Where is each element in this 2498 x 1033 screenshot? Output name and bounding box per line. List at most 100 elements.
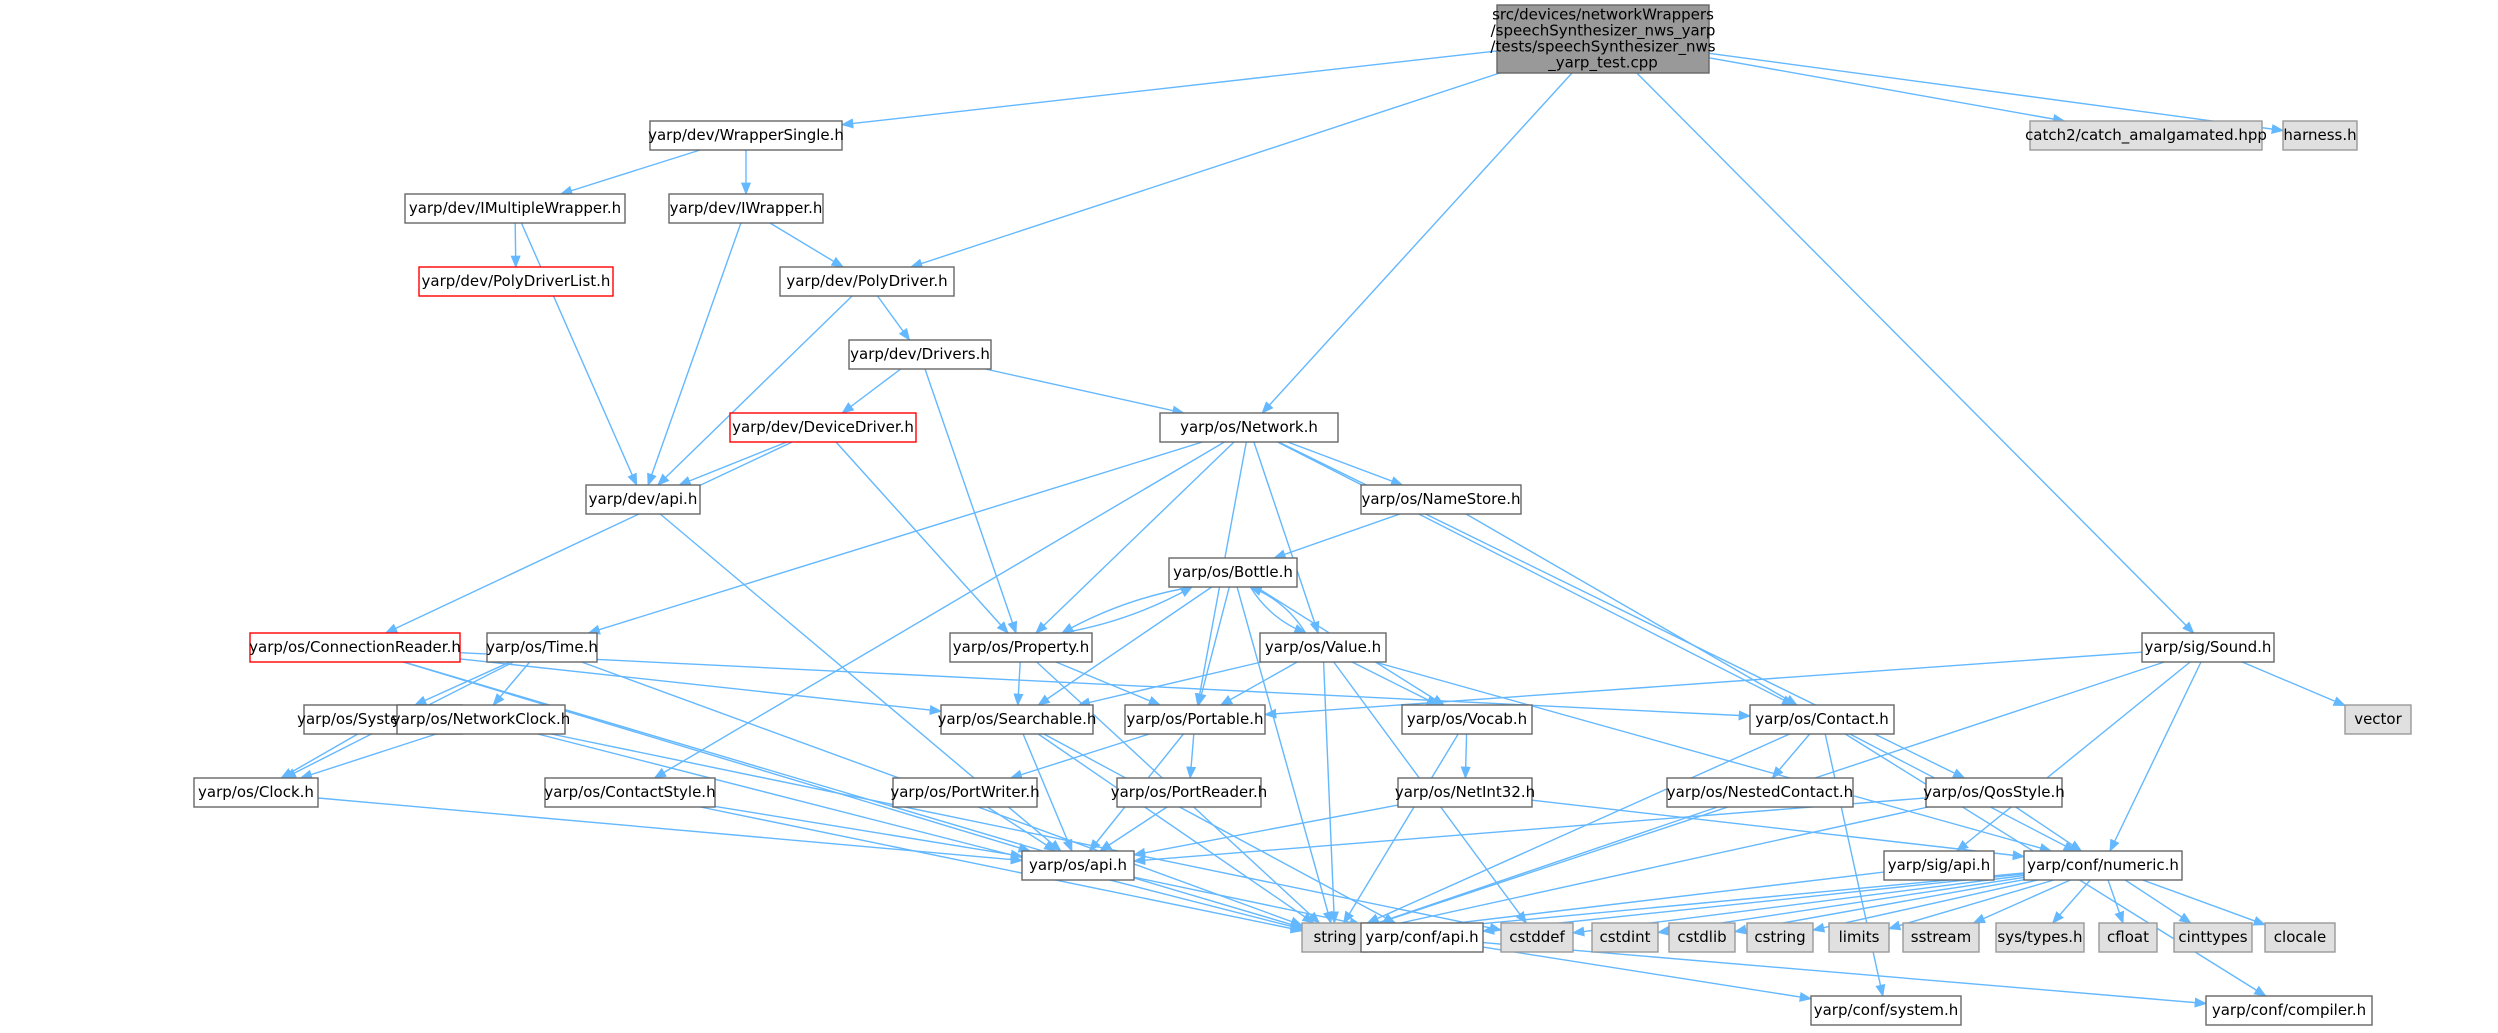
node-confapi[interactable]: yarp/conf/api.h (1360, 922, 1484, 953)
node-label: yarp/conf/numeric.h (2027, 856, 2179, 874)
node-box (729, 412, 917, 443)
node-label: yarp/os/Value.h (1265, 638, 1381, 656)
edge-bottle-to-property (1060, 586, 1193, 634)
node-box (1902, 922, 1980, 953)
edge-bottle-to-portable (1196, 586, 1230, 707)
edge-root-to-wrappersingle (840, 50, 1498, 129)
edge-network-to-time (587, 441, 1203, 635)
node-string[interactable]: string (1301, 922, 1369, 953)
node-label: yarp/dev/IMultipleWrapper.h (409, 199, 621, 217)
node-qosstyle[interactable]: yarp/os/QosStyle.h (1923, 777, 2065, 808)
node-cinttypes[interactable]: cinttypes (2173, 922, 2253, 953)
edge-connectionreader-to-string (403, 661, 1304, 930)
node-label: cinttypes (2178, 928, 2247, 946)
node-cstdlib[interactable]: cstdlib (1668, 922, 1736, 953)
node-label: yarp/os/Time.h (486, 638, 598, 656)
node-box (1301, 922, 1369, 953)
edge-networkclock-to-clock (299, 733, 437, 780)
node-label: yarp/sig/Sound.h (2145, 638, 2272, 656)
node-searchable[interactable]: yarp/os/Searchable.h (938, 704, 1097, 735)
edge-portable-to-portreader (1186, 733, 1197, 780)
node-namestore[interactable]: yarp/os/NameStore.h (1360, 484, 1522, 515)
node-label: cstdlib (1677, 928, 1726, 946)
node-portable[interactable]: yarp/os/Portable.h (1124, 704, 1266, 735)
node-root[interactable]: src/devices/networkWrappers/speechSynthe… (1490, 4, 1716, 74)
edge-devicedriver-to-property (835, 441, 1009, 634)
node-systypes[interactable]: sys/types.h (1995, 922, 2085, 953)
node-label: yarp/os/NetworkClock.h (392, 710, 571, 728)
node-portreader[interactable]: yarp/os/PortReader.h (1111, 777, 1268, 808)
node-label: catch2/catch_amalgamated.hpp (2025, 126, 2267, 145)
node-catch2[interactable]: catch2/catch_amalgamated.hpp (2025, 120, 2267, 151)
node-cstdint[interactable]: cstdint (1591, 922, 1659, 953)
node-label: yarp/dev/DeviceDriver.h (732, 418, 914, 436)
node-cstring[interactable]: cstring (1746, 922, 1814, 953)
node-devicedriver[interactable]: yarp/dev/DeviceDriver.h (729, 412, 917, 443)
edge-value-to-searchable (1077, 661, 1262, 708)
edge-bottle-to-value (1249, 586, 1307, 634)
edge-portreader-to-osapi (1098, 806, 1168, 852)
node-box (668, 193, 824, 224)
node-harness[interactable]: harness.h (2282, 120, 2358, 151)
node-time[interactable]: yarp/os/Time.h (486, 632, 598, 663)
node-confcompiler[interactable]: yarp/conf/compiler.h (2205, 995, 2373, 1026)
node-netint32[interactable]: yarp/os/NetInt32.h (1395, 777, 1535, 808)
node-property[interactable]: yarp/os/Property.h (949, 632, 1093, 663)
node-networkclock[interactable]: yarp/os/NetworkClock.h (392, 704, 571, 735)
node-nestedcontact[interactable]: yarp/os/NestedContact.h (1666, 777, 1854, 808)
node-contactstyle[interactable]: yarp/os/ContactStyle.h (544, 777, 716, 808)
edge-clock-to-osapi (317, 797, 1024, 865)
node-label: string (1313, 928, 1356, 946)
edge-value-to-numeric (1374, 661, 2053, 853)
edge-numeric-to-cfloat (2107, 879, 2125, 925)
edge-numeric-to-sstream (1972, 879, 2071, 924)
node-box (1810, 995, 1962, 1026)
node-portwriter[interactable]: yarp/os/PortWriter.h (890, 777, 1040, 808)
edge-contactstyle-to-osapi (714, 805, 1024, 860)
node-limits[interactable]: limits (1828, 922, 1890, 953)
node-cfloat[interactable]: cfloat (2098, 922, 2158, 953)
node-box (1746, 922, 1814, 953)
node-devapi[interactable]: yarp/dev/api.h (585, 484, 701, 515)
node-cstddef[interactable]: cstddef (1500, 922, 1574, 953)
node-osapi[interactable]: yarp/os/api.h (1021, 850, 1135, 881)
node-imultiplewrapper[interactable]: yarp/dev/IMultipleWrapper.h (404, 193, 626, 224)
node-box (2264, 922, 2336, 953)
node-clocale[interactable]: clocale (2264, 922, 2336, 953)
node-value[interactable]: yarp/os/Value.h (1259, 632, 1387, 663)
edge-confapi-to-confsystem (1482, 946, 1813, 1002)
node-box (649, 120, 843, 151)
node-sigapi[interactable]: yarp/sig/api.h (1883, 850, 1995, 881)
node-box (940, 704, 1094, 735)
node-wrappersingle[interactable]: yarp/dev/WrapperSingle.h (648, 120, 844, 151)
node-polydriver[interactable]: yarp/dev/PolyDriver.h (779, 266, 955, 297)
node-box (848, 339, 992, 370)
edge-root-to-polydriver (909, 72, 1501, 269)
node-polydriverlist[interactable]: yarp/dev/PolyDriverList.h (418, 266, 614, 297)
node-contact[interactable]: yarp/os/Contact.h (1749, 704, 1895, 735)
node-label: yarp/conf/system.h (1814, 1001, 1959, 1019)
node-box (1124, 704, 1266, 735)
edge-polydriver-to-devapi (656, 295, 853, 486)
node-vocab[interactable]: yarp/os/Vocab.h (1401, 704, 1533, 735)
edge-connectionreader-to-contact (459, 652, 1752, 721)
node-box (2344, 704, 2412, 735)
node-label: yarp/os/Contact.h (1755, 710, 1889, 728)
node-label: yarp/os/Vocab.h (1407, 710, 1527, 728)
node-network[interactable]: yarp/os/Network.h (1159, 412, 1339, 443)
node-clock[interactable]: yarp/os/Clock.h (193, 777, 319, 808)
node-vector[interactable]: vector (2344, 704, 2412, 735)
node-bottle[interactable]: yarp/os/Bottle.h (1168, 557, 1298, 588)
node-confsystem[interactable]: yarp/conf/system.h (1810, 995, 1962, 1026)
node-label: yarp/dev/IWrapper.h (670, 199, 823, 217)
node-label: yarp/dev/WrapperSingle.h (648, 126, 844, 144)
node-iwrapper[interactable]: yarp/dev/IWrapper.h (668, 193, 824, 224)
node-sstream[interactable]: sstream (1902, 922, 1980, 953)
node-label: cstddef (1509, 928, 1565, 946)
edge-root-to-harness (1708, 52, 2285, 134)
node-drivers[interactable]: yarp/dev/Drivers.h (848, 339, 992, 370)
node-sound[interactable]: yarp/sig/Sound.h (2141, 632, 2275, 663)
node-connectionreader[interactable]: yarp/os/ConnectionReader.h (249, 632, 461, 663)
edge-confapi-to-confcompiler (1482, 941, 2208, 1008)
node-numeric[interactable]: yarp/conf/numeric.h (2023, 850, 2183, 881)
